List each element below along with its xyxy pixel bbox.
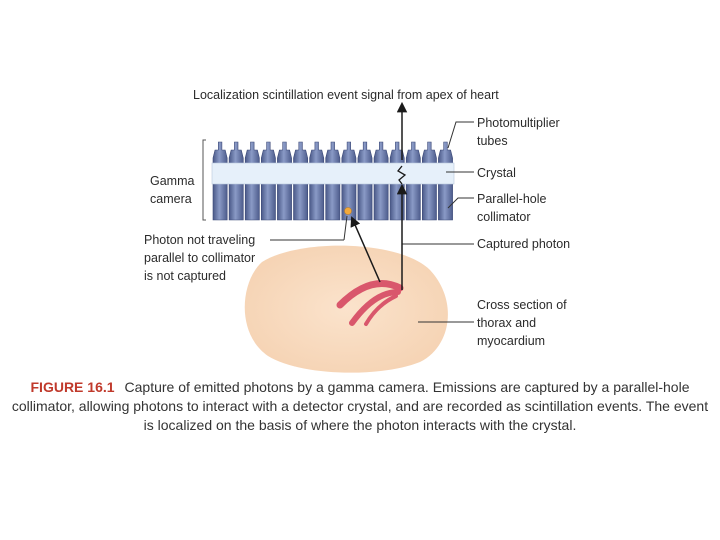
not-captured-label: Photon not traveling parallel to collima… — [144, 231, 255, 285]
not-captured-line3: is not captured — [144, 269, 226, 283]
gamma-camera-bracket — [202, 139, 206, 221]
scintillation-squiggle — [397, 165, 407, 185]
signal-label: Localization scintillation event signal … — [193, 88, 499, 102]
figure-number: FIGURE 16.1 — [30, 379, 115, 395]
thorax-label-line3: myocardium — [477, 334, 546, 348]
gamma-camera-label-line1: Gamma — [150, 174, 195, 188]
not-captured-line2: parallel to collimator — [144, 251, 256, 265]
gamma-camera-label: Gamma camera — [150, 172, 194, 208]
pmt-label-line1: Photomultiplier — [477, 116, 560, 130]
thorax-label: Cross section of thorax and myocardium — [477, 296, 567, 350]
crystal-label: Crystal — [477, 166, 516, 180]
captured-photon-label: Captured photon — [477, 237, 571, 251]
leader-lines — [270, 121, 474, 323]
collimator-label: Parallel-hole collimator — [477, 190, 546, 226]
gamma-camera-label-line2: camera — [150, 192, 192, 206]
thorax-cross-section — [244, 245, 448, 373]
pmt-label-line2: tubes — [477, 134, 508, 148]
caption-text: Capture of emitted photons by a gamma ca… — [11, 379, 709, 433]
pmt-label: Photomultiplier tubes — [477, 114, 560, 150]
not-captured-line1: Photon not traveling — [144, 233, 256, 247]
collimator-label-line2: collimator — [477, 210, 531, 224]
collimator-label-line1: Parallel-hole — [477, 192, 547, 206]
myocardium — [336, 280, 404, 326]
uncaptured-photon-arrow — [350, 216, 381, 283]
thorax-label-line1: Cross section of — [477, 298, 567, 312]
crystal-band — [211, 162, 455, 185]
absorbed-photon-dot — [344, 207, 352, 215]
thorax-label-line2: thorax and — [477, 316, 537, 330]
